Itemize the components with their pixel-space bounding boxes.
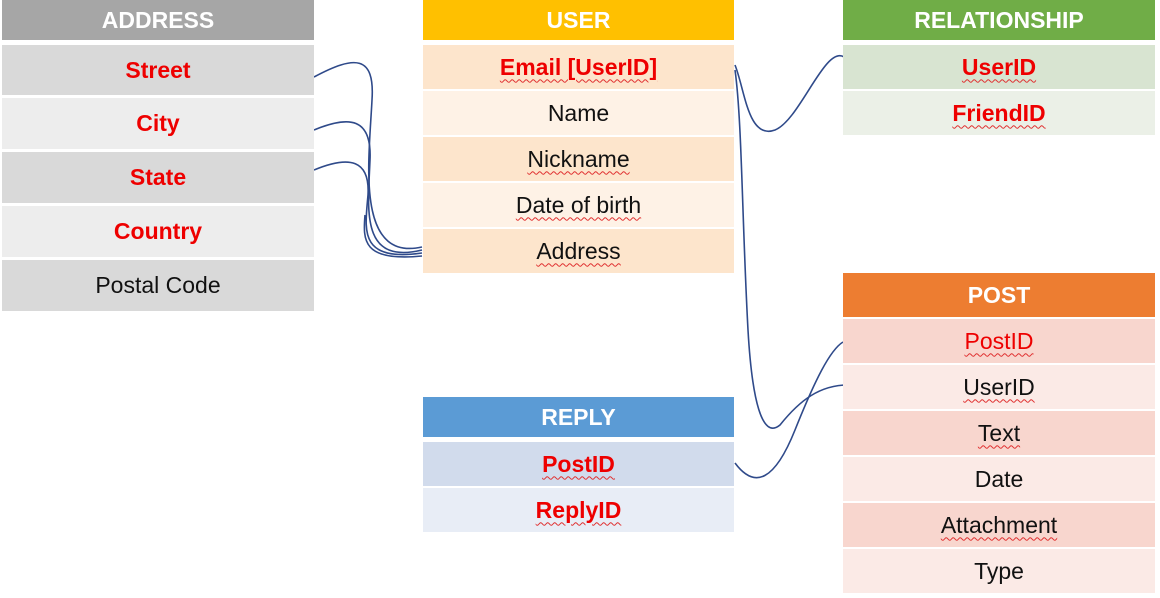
user-table: USER Email [UserID] Name Nickname Date o…	[423, 0, 734, 273]
post-field-text-text: Text	[977, 419, 1021, 446]
address-field-city: City	[2, 98, 314, 149]
post-field-attachment-text: Attachment	[940, 511, 1058, 538]
relationship-table: RELATIONSHIP UserID FriendID	[843, 0, 1155, 135]
post-field-type: Type	[843, 549, 1155, 593]
user-field-address: Address	[423, 229, 734, 273]
connector-street-address	[313, 61, 423, 250]
reply-field-replyid: ReplyID	[423, 488, 734, 532]
relationship-field-userid: UserID	[843, 45, 1155, 89]
post-table: POST PostID UserID Text Date Attachment …	[843, 273, 1155, 593]
address-table-header: ADDRESS	[2, 0, 314, 40]
relationship-field-friendid-text: FriendID	[952, 99, 1046, 126]
connector-city-address	[313, 120, 423, 254]
reply-table-header: REPLY	[423, 397, 734, 437]
post-field-userid-text: UserID	[963, 373, 1035, 400]
user-field-email-userid-text: Email [UserID]	[499, 53, 658, 80]
relationship-field-userid-text: UserID	[961, 53, 1037, 80]
connector-state-address	[313, 161, 423, 256]
relationship-field-friendid: FriendID	[843, 91, 1155, 135]
post-field-date: Date	[843, 457, 1155, 501]
address-field-state: State	[2, 152, 314, 203]
address-field-postal-code: Postal Code	[2, 260, 314, 311]
connector-userid-post	[734, 69, 849, 429]
user-field-email-userid: Email [UserID]	[423, 45, 734, 89]
user-table-header: USER	[423, 0, 734, 40]
address-field-country: Country	[2, 206, 314, 257]
user-field-nickname-text: Nickname	[527, 145, 630, 172]
reply-field-replyid-text: ReplyID	[535, 496, 622, 523]
user-field-address-text: Address	[536, 237, 621, 264]
user-field-date-of-birth: Date of birth	[423, 183, 734, 227]
post-field-postid-text: PostID	[964, 327, 1034, 354]
connector-country-address	[363, 214, 423, 258]
post-field-userid: UserID	[843, 365, 1155, 409]
user-field-date-of-birth-text: Date of birth	[515, 191, 642, 218]
post-field-attachment: Attachment	[843, 503, 1155, 547]
reply-field-postid: PostID	[423, 442, 734, 486]
connector-userid-relationship	[734, 54, 845, 133]
reply-table: REPLY PostID ReplyID	[423, 397, 734, 532]
address-field-street: Street	[2, 45, 314, 95]
post-field-postid: PostID	[843, 319, 1155, 363]
post-table-header: POST	[843, 273, 1155, 317]
connector-postid-reply	[734, 341, 844, 479]
user-field-nickname: Nickname	[423, 137, 734, 181]
connector-group	[313, 54, 849, 479]
address-table: ADDRESS Street City State Country Postal…	[2, 0, 314, 311]
reply-field-postid-text: PostID	[542, 450, 615, 477]
user-field-name: Name	[423, 91, 734, 135]
relationship-table-header: RELATIONSHIP	[843, 0, 1155, 40]
post-field-text: Text	[843, 411, 1155, 455]
